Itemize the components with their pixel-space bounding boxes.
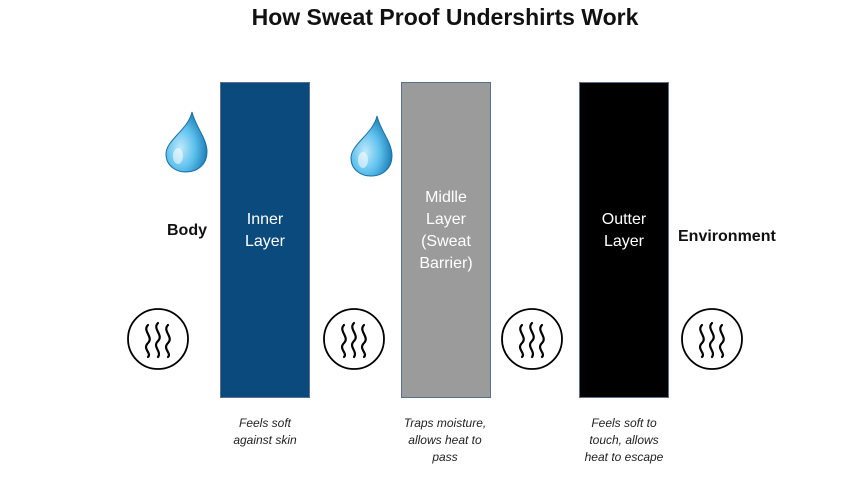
inner-layer-caption: Feels soft against skin <box>205 415 325 449</box>
diagram-title: How Sweat Proof Undershirts Work <box>251 4 639 30</box>
caption-line: heat to escape <box>584 450 664 464</box>
layer-label-line: Outter <box>601 211 647 228</box>
outer-layer: Outter Layer <box>579 82 669 398</box>
layer-label-line: Layer <box>425 211 467 228</box>
middle-layer-label: Midlle Layer (Sweat Barrier) <box>402 187 490 275</box>
body-label: Body <box>167 222 207 239</box>
layer-label-line: Layer <box>603 233 645 250</box>
heat-waves-icon <box>501 308 563 370</box>
middle-layer-caption: Traps moisture, allows heat to pass <box>385 415 505 466</box>
inner-layer-label: Inner Layer <box>221 209 309 253</box>
heat-waves-icon <box>323 308 385 370</box>
heat-waves-icon <box>127 308 189 370</box>
environment-label: Environment <box>678 228 776 245</box>
water-drop-icon <box>165 111 208 173</box>
layer-label-line: Inner <box>246 211 284 228</box>
layer-label-line: Layer <box>244 233 286 250</box>
water-drop-icon <box>350 115 393 177</box>
middle-layer: Midlle Layer (Sweat Barrier) <box>401 82 491 398</box>
caption-line: Traps moisture, <box>403 416 487 430</box>
outer-layer-caption: Feels soft to touch, allows heat to esca… <box>564 415 684 466</box>
heat-waves-icon <box>681 308 743 370</box>
layer-label-line: Barrier) <box>419 255 473 272</box>
layer-label-line: Midlle <box>425 189 467 206</box>
caption-line: touch, allows <box>589 433 659 447</box>
caption-line: allows heat to <box>408 433 482 447</box>
outer-layer-label: Outter Layer <box>580 209 668 253</box>
caption-line: Feels soft <box>238 416 292 430</box>
caption-line: against skin <box>233 433 297 447</box>
caption-line: pass <box>432 450 458 464</box>
caption-line: Feels soft to <box>591 416 657 430</box>
inner-layer: Inner Layer <box>220 82 310 398</box>
layer-label-line: (Sweat <box>421 233 471 250</box>
